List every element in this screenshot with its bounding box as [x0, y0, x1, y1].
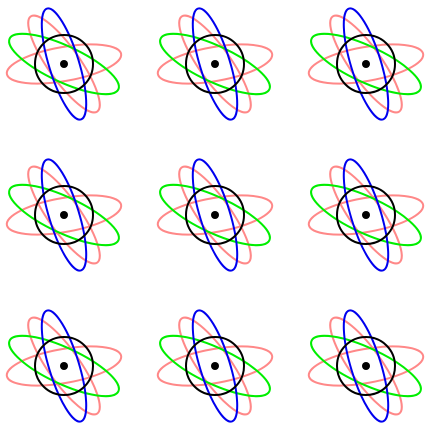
atom-icon — [2, 155, 126, 275]
nucleus-dot — [211, 211, 219, 219]
atom-icon — [304, 306, 425, 425]
atom-icon — [2, 4, 126, 124]
atom-icon — [153, 155, 277, 275]
atom-icon — [2, 306, 126, 425]
nucleus-dot — [211, 362, 219, 370]
atom-icon — [153, 306, 277, 425]
atom-icon — [304, 155, 425, 275]
atom-icon — [304, 4, 425, 124]
atom-icon — [153, 4, 277, 124]
nucleus-dot — [60, 60, 68, 68]
nucleus-dot — [60, 362, 68, 370]
nucleus-dot — [211, 60, 219, 68]
nucleus-dot — [60, 211, 68, 219]
nucleus-dot — [362, 60, 370, 68]
nucleus-dot — [362, 362, 370, 370]
nucleus-dot — [362, 211, 370, 219]
